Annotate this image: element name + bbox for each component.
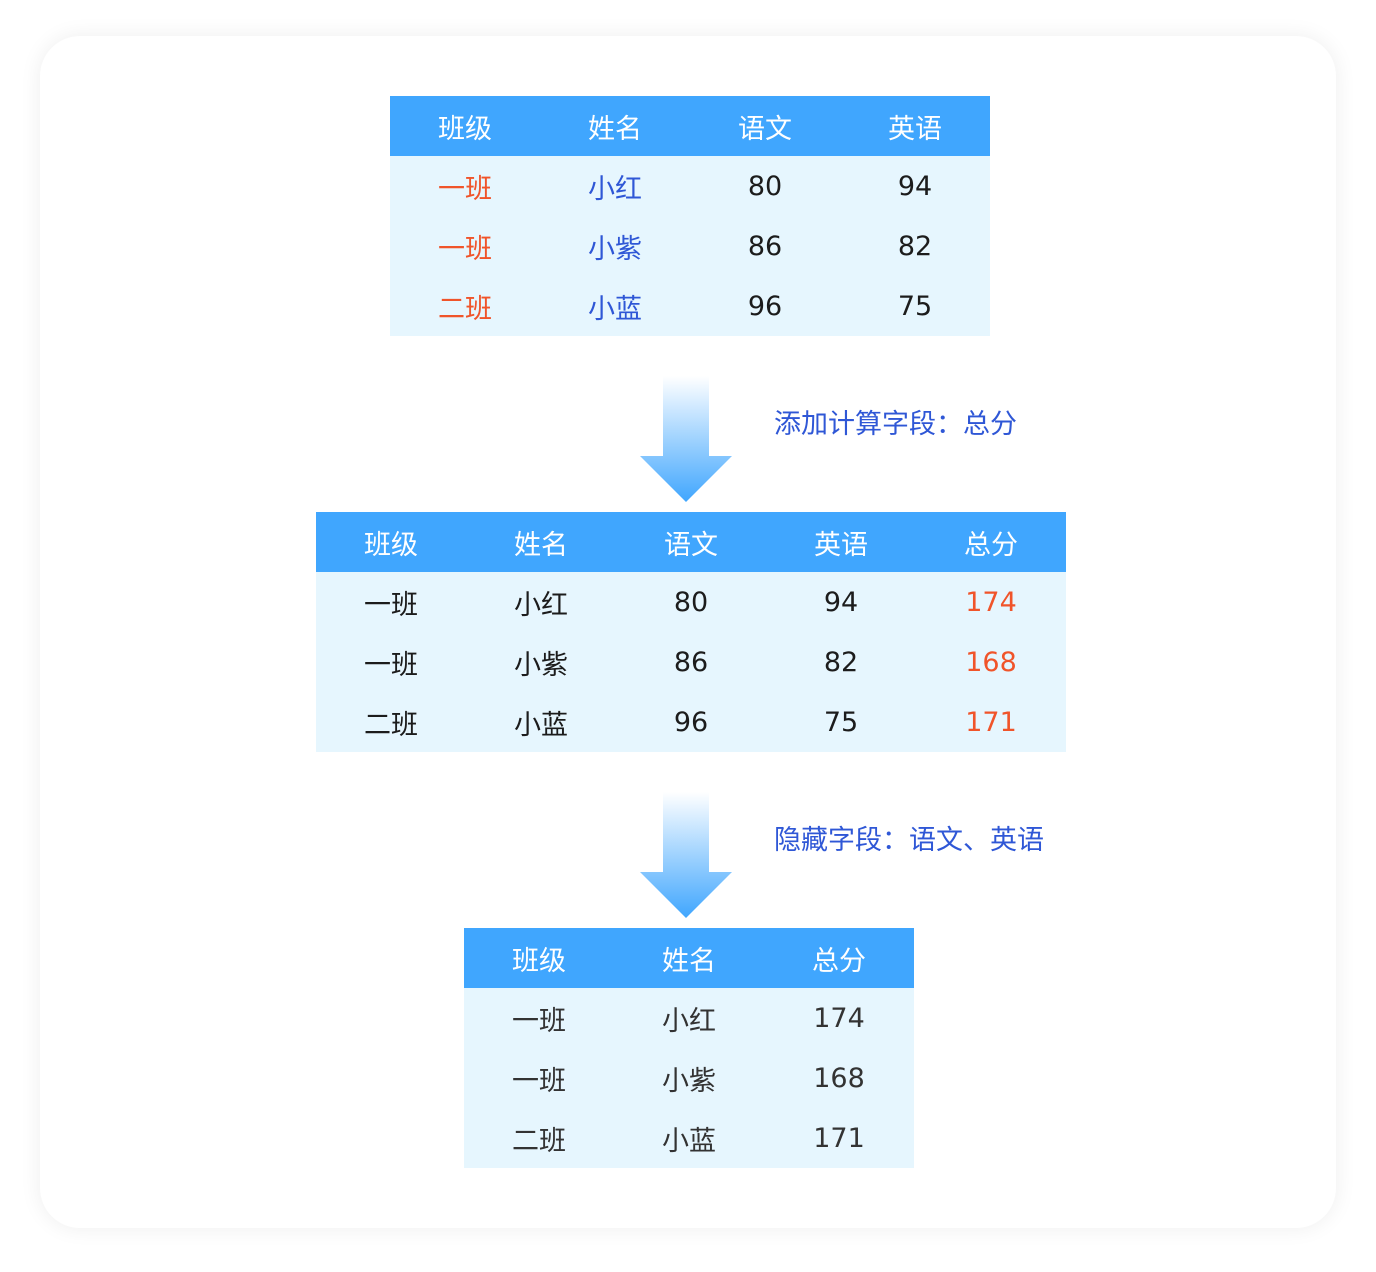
cell-name: 小紫 [662, 1065, 716, 1097]
header-total: 总分 [764, 928, 914, 988]
cell-english: 82 [823, 646, 859, 678]
cell-total: 168 [813, 1062, 865, 1094]
cell-class: 一班 [364, 589, 418, 621]
cell-english: 75 [823, 706, 859, 738]
cell-name: 小蓝 [588, 293, 642, 325]
cell-name: 小紫 [514, 649, 568, 681]
cell-total: 171 [965, 706, 1017, 738]
cell-chinese: 96 [673, 706, 709, 738]
cell-class: 一班 [438, 233, 492, 265]
cell-chinese: 96 [747, 290, 783, 322]
cell-class: 二班 [438, 293, 492, 325]
cell-chinese: 80 [673, 586, 709, 618]
table-row: 二班 小蓝 171 [464, 1108, 914, 1168]
result-table: 班级 姓名 总分 一班 小红 174 一班 小紫 168 二班 小蓝 171 [464, 928, 914, 1168]
header-english: 英语 [840, 96, 990, 156]
computed-table: 班级 姓名 语文 英语 总分 一班 小红 80 94 174 一班 小紫 86 … [316, 512, 1066, 752]
step-label-hide-fields: 隐藏字段：语文、英语 [774, 825, 1044, 856]
cell-english: 94 [823, 586, 859, 618]
cell-chinese: 86 [747, 230, 783, 262]
header-chinese: 语文 [690, 96, 840, 156]
cell-class: 一班 [438, 173, 492, 205]
table-row: 一班 小紫 168 [464, 1048, 914, 1108]
table-header-row: 班级 姓名 总分 [464, 928, 914, 988]
cell-english: 75 [897, 290, 933, 322]
header-class: 班级 [464, 928, 614, 988]
down-arrow-icon [640, 792, 732, 918]
table-header-row: 班级 姓名 语文 英语 总分 [316, 512, 1066, 572]
source-table: 班级 姓名 语文 英语 一班 小红 80 94 一班 小紫 86 82 二班 小… [390, 96, 990, 336]
cell-total: 174 [813, 1002, 865, 1034]
table-row: 二班 小蓝 96 75 [390, 276, 990, 336]
header-name: 姓名 [614, 928, 764, 988]
cell-name: 小紫 [588, 233, 642, 265]
cell-name: 小蓝 [514, 709, 568, 741]
cell-total: 174 [965, 586, 1017, 618]
header-class: 班级 [390, 96, 540, 156]
header-english: 英语 [766, 512, 916, 572]
table-header-row: 班级 姓名 语文 英语 [390, 96, 990, 156]
header-name: 姓名 [466, 512, 616, 572]
header-class: 班级 [316, 512, 466, 572]
cell-class: 一班 [512, 1065, 566, 1097]
step-label-add-field: 添加计算字段：总分 [774, 409, 1017, 440]
cell-class: 一班 [512, 1005, 566, 1037]
cell-chinese: 86 [673, 646, 709, 678]
cell-name: 小红 [588, 173, 642, 205]
cell-name: 小红 [514, 589, 568, 621]
cell-class: 一班 [364, 649, 418, 681]
cell-chinese: 80 [747, 170, 783, 202]
table-row: 一班 小紫 86 82 168 [316, 632, 1066, 692]
cell-class: 二班 [364, 709, 418, 741]
header-total: 总分 [916, 512, 1066, 572]
cell-name: 小红 [662, 1005, 716, 1037]
table-row: 一班 小红 80 94 [390, 156, 990, 216]
cell-english: 94 [897, 170, 933, 202]
table-row: 一班 小红 80 94 174 [316, 572, 1066, 632]
table-row: 一班 小紫 86 82 [390, 216, 990, 276]
cell-class: 二班 [512, 1125, 566, 1157]
table-row: 二班 小蓝 96 75 171 [316, 692, 1066, 752]
cell-name: 小蓝 [662, 1125, 716, 1157]
cell-total: 171 [813, 1122, 865, 1154]
down-arrow-icon [640, 376, 732, 502]
cell-total: 168 [965, 646, 1017, 678]
header-chinese: 语文 [616, 512, 766, 572]
cell-english: 82 [897, 230, 933, 262]
table-row: 一班 小红 174 [464, 988, 914, 1048]
header-name: 姓名 [540, 96, 690, 156]
